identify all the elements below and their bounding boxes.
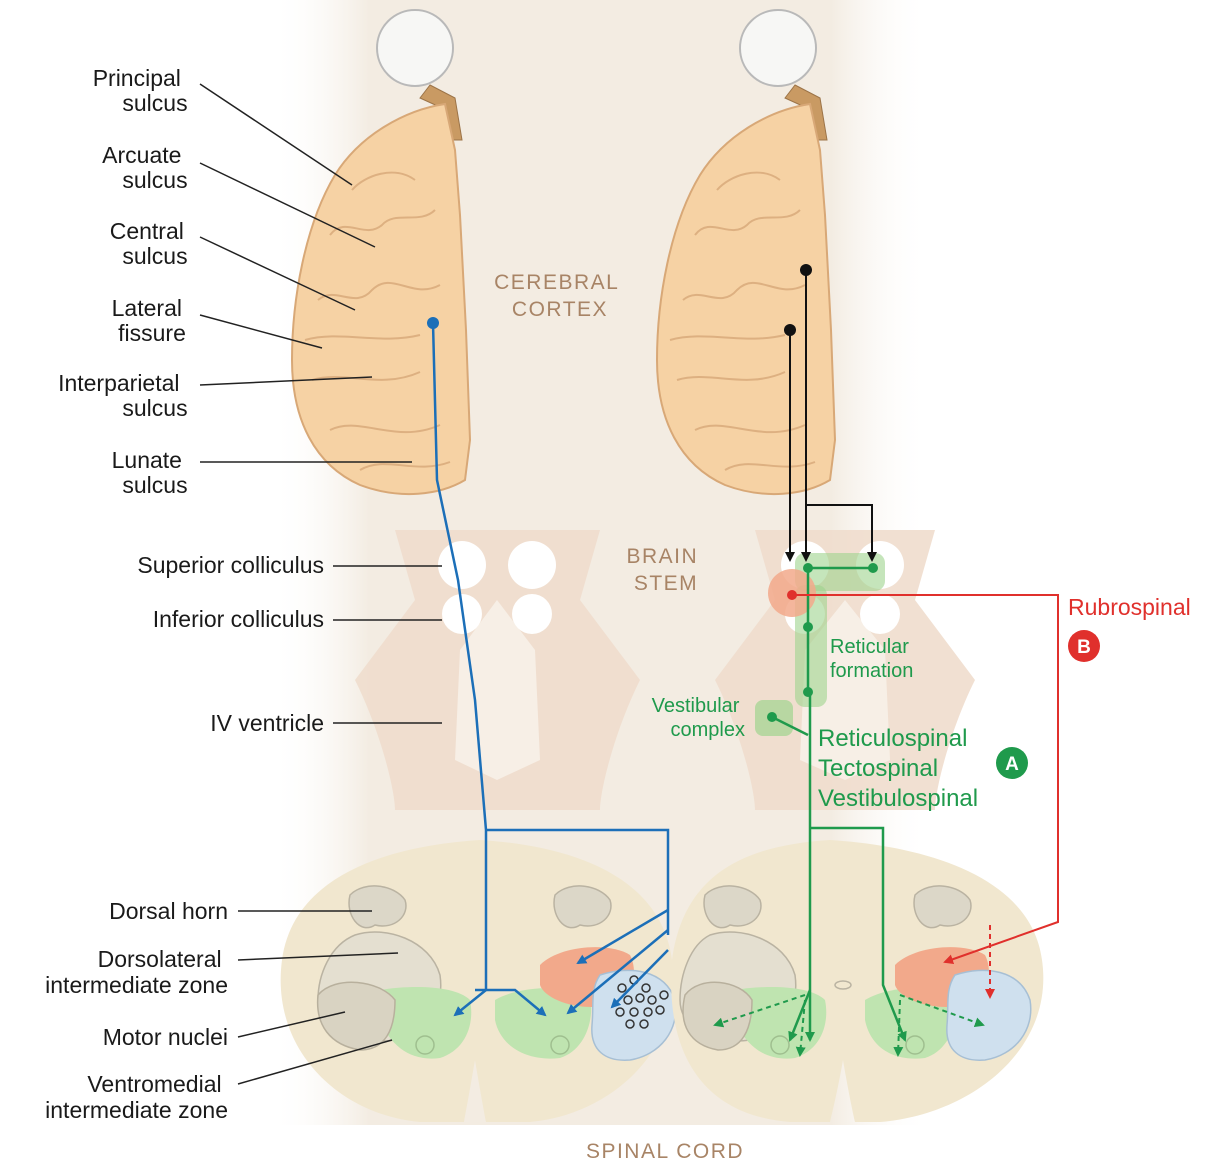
label-lunate-1: Lunate xyxy=(112,447,182,473)
svg-text:Central sulcus: Central sulcus xyxy=(110,218,191,269)
label-vestibulospinal: Vestibulospinal xyxy=(818,785,978,812)
label-reticular-1: Reticular xyxy=(830,636,909,658)
label-interparietal-1: Interparietal xyxy=(58,370,179,396)
label-principal-2: sulcus xyxy=(122,90,187,116)
label-lateral-1: Lateral xyxy=(112,295,182,321)
eyeball-left xyxy=(377,10,453,86)
label-interparietal-2: sulcus xyxy=(122,395,187,421)
label-central-1: Central xyxy=(110,218,184,244)
label-central-2: sulcus xyxy=(122,243,187,269)
svg-text:Lateral fissure: Lateral fissure xyxy=(112,295,189,346)
label-dorsolateral-2: intermediate zone xyxy=(45,972,228,998)
label-ventromedial-2: intermediate zone xyxy=(45,1097,228,1123)
superior-colliculus-left-b xyxy=(508,541,556,589)
region-spinal-cord: SPINAL CORD xyxy=(586,1140,744,1163)
label-dorsal-horn: Dorsal horn xyxy=(109,898,228,924)
svg-text:Lunate sulcus: Lunate sulcus xyxy=(112,447,189,498)
region-cortex-1: CEREBRAL xyxy=(494,271,618,294)
label-lunate-2: sulcus xyxy=(122,472,187,498)
label-tectospinal: Tectospinal xyxy=(818,755,938,782)
svg-text:Dorsolateral intermediate: Dorsolateral intermediate zone xyxy=(45,946,228,998)
label-ventromedial-1: Ventromedial xyxy=(87,1071,221,1097)
label-arcuate-2: sulcus xyxy=(122,167,187,193)
region-cortex-2: CORTEX xyxy=(512,298,608,321)
superior-colliculus-left-a xyxy=(438,541,486,589)
label-inferior-colliculus: Inferior colliculus xyxy=(153,606,324,632)
inferior-colliculus-left-b xyxy=(512,594,552,634)
svg-text:Reticulospinal Tectospinal: Reticulospinal Tectospinal Vestibulospin… xyxy=(818,725,978,812)
badge-b-text: B xyxy=(1077,637,1091,658)
label-vestibular-2: complex xyxy=(671,719,745,741)
label-reticulospinal: Reticulospinal xyxy=(818,725,967,752)
label-motor-nuclei: Motor nuclei xyxy=(103,1024,228,1050)
label-iv-ventricle: IV ventricle xyxy=(210,710,324,736)
label-rubrospinal: Rubrospinal xyxy=(1068,594,1191,620)
label-reticular-2: formation xyxy=(830,660,913,682)
badge-a: A xyxy=(996,747,1028,779)
badge-a-text: A xyxy=(1005,754,1019,775)
label-lateral-2: fissure xyxy=(118,320,186,346)
svg-text:Arcuate sulcus: Arcuate sulcus xyxy=(102,142,188,193)
svg-text:Principal sulcus: Principal sulcus xyxy=(93,65,188,116)
label-principal-1: Principal xyxy=(93,65,181,91)
badge-b: B xyxy=(1068,630,1100,662)
dorsal-horn-left-shape xyxy=(349,886,406,928)
label-vestibular-1: Vestibular xyxy=(652,695,740,717)
right-spinal-cord xyxy=(671,840,1043,1122)
eyeball-right xyxy=(740,10,816,86)
svg-text:Ventromedial intermediate: Ventromedial intermediate zone xyxy=(45,1071,228,1123)
label-arcuate-1: Arcuate xyxy=(102,142,181,168)
svg-text:Interparietal sulcus: Interparietal sulcus xyxy=(58,370,188,421)
region-brainstem-2: STEM xyxy=(634,572,698,595)
region-brainstem-1: BRAIN xyxy=(626,545,698,568)
label-dorsolateral-1: Dorsolateral xyxy=(98,946,222,972)
label-superior-colliculus: Superior colliculus xyxy=(137,552,324,578)
